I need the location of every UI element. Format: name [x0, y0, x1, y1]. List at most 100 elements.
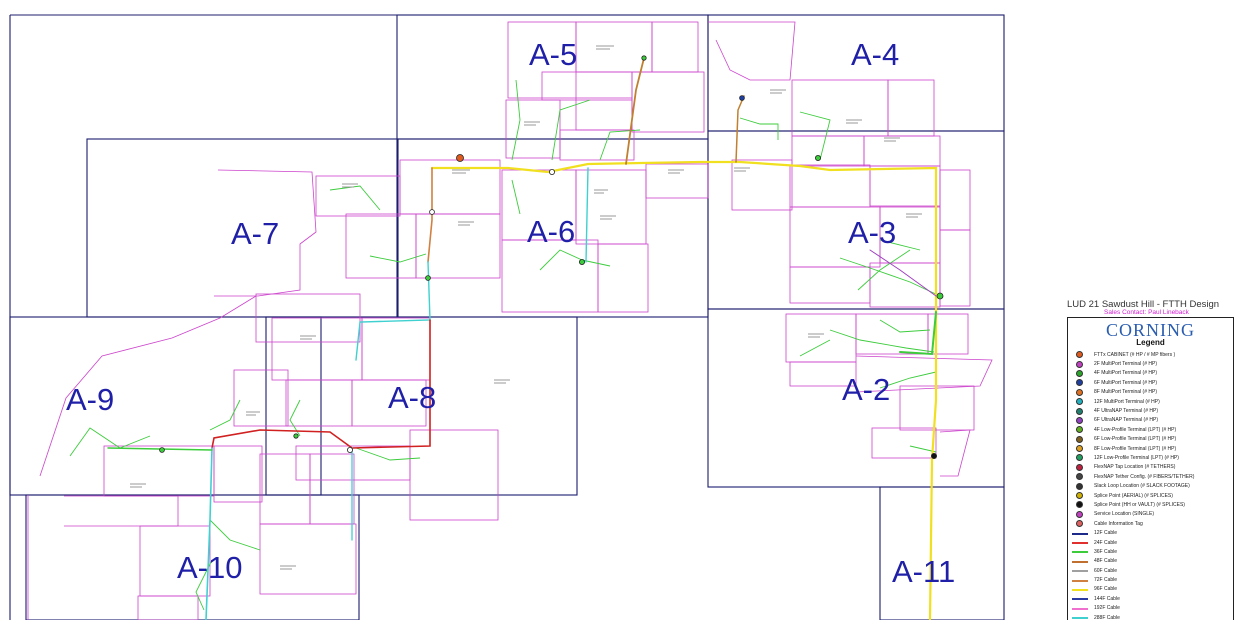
legend-item: 72F Cable — [1068, 575, 1233, 584]
legend-item-label: 12F MultiPort Terminal (# HP) — [1094, 398, 1160, 405]
legend-item: 24F Cable — [1068, 538, 1233, 547]
legend-item: 4F UltraNAP Terminal (# HP) — [1068, 406, 1233, 415]
zone-border-a11 — [879, 486, 1005, 620]
zone-label-a7: A-7 — [231, 216, 280, 251]
terminal-marker — [641, 55, 647, 61]
splice-symbol-icon — [1068, 500, 1094, 509]
zone-label-a2: A-2 — [842, 372, 891, 407]
terminal-symbol-icon — [1068, 397, 1094, 406]
legend-heading: Legend — [1136, 338, 1165, 347]
terminal-marker — [931, 452, 938, 459]
legend-item: 4F MultiPort Terminal (# HP) — [1068, 369, 1233, 378]
terminals — [159, 55, 944, 459]
terminal-symbol-icon — [1068, 407, 1094, 416]
legend-item-label: Splice Point (AERIAL) (# SPLICES) — [1094, 492, 1173, 499]
legend-item: Cable Information Tag — [1068, 519, 1233, 528]
legend-item-label: 4F MultiPort Terminal (# HP) — [1094, 370, 1157, 377]
legend-item: 6F UltraNAP Terminal (# HP) — [1068, 416, 1233, 425]
legend-item: 6F Low-Profile Terminal (LPT) (# HP) — [1068, 435, 1233, 444]
legend-item: 8F Low-Profile Terminal (LPT) (# HP) — [1068, 444, 1233, 453]
feeder-cables — [107, 57, 938, 620]
terminal-marker — [346, 446, 353, 453]
legend-item: 60F Cable — [1068, 566, 1233, 575]
terminal-marker — [293, 433, 299, 439]
legend-item: Splice Point (AERIAL) (# SPLICES) — [1068, 491, 1233, 500]
zone-border-a2 — [707, 308, 1005, 488]
legend-item-label: 4F Low-Profile Terminal (LPT) (# HP) — [1094, 426, 1177, 433]
terminal-symbol-icon — [1068, 369, 1094, 378]
legend-item: 288F Cable — [1068, 613, 1233, 620]
legend-item-label: Cable Information Tag — [1094, 520, 1143, 527]
legend-item-label: 8F MultiPort Terminal (# HP) — [1094, 389, 1157, 396]
terminal-marker — [159, 447, 165, 453]
legend-item: 2F MultiPort Terminal (# HP) — [1068, 359, 1233, 368]
cable-line-icon — [1068, 557, 1094, 566]
cable-line-icon — [1068, 547, 1094, 556]
service-symbol-icon — [1068, 510, 1094, 519]
terminal-symbol-icon — [1068, 378, 1094, 387]
feeder-cable-cyan — [355, 261, 431, 361]
legend-item-label: Splice Point (HH or VAULT) (# SPLICES) — [1094, 501, 1185, 508]
legend-item-label: 144F Cable — [1094, 595, 1120, 602]
zone-label-a9: A-9 — [66, 382, 115, 417]
terminal-symbol-icon — [1068, 444, 1094, 453]
zone-label-a6: A-6 — [527, 214, 576, 249]
feeder-cable-red — [211, 319, 431, 449]
zone-border-a10 — [25, 494, 360, 620]
legend-item-label: 48F Cable — [1094, 558, 1118, 565]
feeder-cable-orange — [427, 167, 433, 263]
legend-item-label: 6F MultiPort Terminal (# HP) — [1094, 379, 1157, 386]
terminal-symbol-icon — [1068, 453, 1094, 462]
legend-item: FlexNAP Tap Location (# TETHERS) — [1068, 463, 1233, 472]
zone-border-a4 — [707, 14, 1005, 132]
legend-item-label: Service Location (SINGLE) — [1094, 511, 1155, 518]
terminal-symbol-icon — [1068, 360, 1094, 369]
feeder-cable-orange — [735, 95, 745, 163]
zone-border-a9 — [9, 316, 322, 496]
feeder-cable-cyan — [585, 167, 589, 263]
legend-item-label: FlexNAP Tap Location (# TETHERS) — [1094, 464, 1176, 471]
zone-border-a8 — [265, 316, 578, 496]
legend-panel: CORNING Legend FTTx CABINET (# HP / # MP… — [1067, 317, 1234, 620]
tag-symbol-icon — [1068, 519, 1094, 528]
legend-item-label: 6F UltraNAP Terminal (# HP) — [1094, 417, 1158, 424]
drop-cables — [69, 79, 941, 611]
legend-item: 8F MultiPort Terminal (# HP) — [1068, 388, 1233, 397]
terminal-marker — [579, 258, 586, 265]
legend-item: 144F Cable — [1068, 594, 1233, 603]
legend-item-label: 12F Cable — [1094, 530, 1118, 537]
tether-symbol-icon — [1068, 472, 1094, 481]
legend-item-label: 8F Low-Profile Terminal (LPT) (# HP) — [1094, 445, 1177, 452]
feeder-cable-yellow — [430, 160, 938, 620]
legend-title: LUD 21 Sawdust Hill - FTTH Design — [1067, 299, 1220, 310]
legend-item-label: 6F Low-Profile Terminal (LPT) (# HP) — [1094, 436, 1177, 443]
terminal-marker — [739, 95, 745, 101]
zone-label-a3: A-3 — [848, 215, 897, 250]
legend-item-label: 4F UltraNAP Terminal (# HP) — [1094, 408, 1158, 415]
zone-border-a5 — [396, 14, 709, 140]
cable-line-icon — [1068, 613, 1094, 620]
legend-item: 48F Cable — [1068, 557, 1233, 566]
terminal-marker — [936, 292, 944, 300]
legend-item-label: 288F Cable — [1094, 614, 1120, 620]
terminal-symbol-icon — [1068, 425, 1094, 434]
zone-label-a4: A-4 — [851, 37, 900, 72]
legend-item: Splice Point (HH or VAULT) (# SPLICES) — [1068, 500, 1233, 509]
zone-label-a5: A-5 — [529, 37, 578, 72]
legend-item: 96F Cable — [1068, 585, 1233, 594]
zone-label-a8: A-8 — [388, 380, 437, 415]
legend-contact: Sales Contact: Paul Lineback — [1104, 309, 1189, 316]
legend-item: 12F MultiPort Terminal (# HP) — [1068, 397, 1233, 406]
legend-item: FTTx CABINET (# HP / # MP fibers ) — [1068, 350, 1233, 359]
legend-item: 4F Low-Profile Terminal (LPT) (# HP) — [1068, 425, 1233, 434]
terminal-symbol-icon — [1068, 416, 1094, 425]
legend-item: 12F Cable — [1068, 528, 1233, 537]
legend-item-label: FlexNAP Tether Config. (# FIBERS/TETHER) — [1094, 473, 1195, 480]
feeder-cable-green — [899, 311, 937, 356]
legend-item: 36F Cable — [1068, 547, 1233, 556]
tap-symbol-icon — [1068, 463, 1094, 472]
feeder-cable-cyan — [205, 447, 213, 620]
legend-item-label: 36F Cable — [1094, 548, 1118, 555]
zone-label-a11: A-11 — [892, 554, 956, 589]
